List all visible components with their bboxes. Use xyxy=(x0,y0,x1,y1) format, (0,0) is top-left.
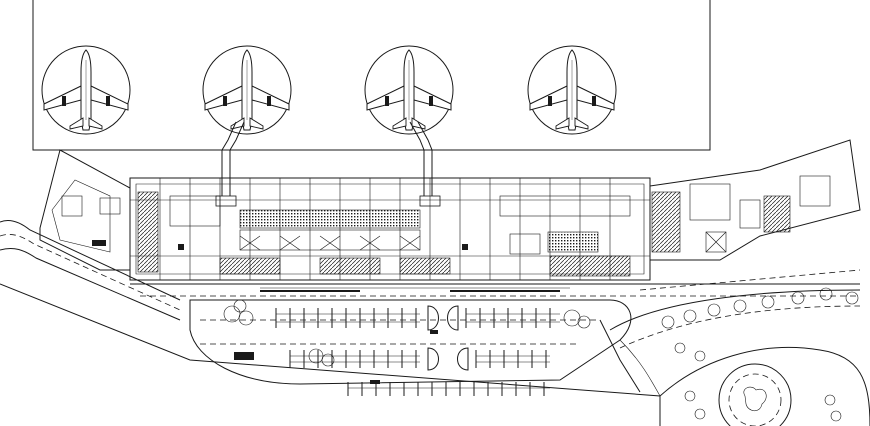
terminal-building xyxy=(129,177,651,281)
landscape-trees xyxy=(661,287,859,422)
aircraft-stand-3 xyxy=(364,45,454,135)
approach-road-west xyxy=(0,219,661,426)
aircraft-stand-2 xyxy=(202,45,292,135)
aircraft-stand-1 xyxy=(41,45,131,135)
apron-boundary xyxy=(32,0,711,151)
parking-area xyxy=(189,299,632,396)
boarding-bridge-2 xyxy=(409,121,441,207)
east-wing-building xyxy=(649,139,861,261)
boarding-bridge-1 xyxy=(215,121,245,207)
parking-row-2 xyxy=(289,347,550,371)
aircraft-stand-4 xyxy=(527,45,617,135)
parking-row-1 xyxy=(275,305,560,331)
west-wing-building xyxy=(39,149,131,271)
parking-trees xyxy=(223,299,591,367)
landscape-roundabout xyxy=(599,287,870,426)
parking-row-3 xyxy=(347,382,550,396)
